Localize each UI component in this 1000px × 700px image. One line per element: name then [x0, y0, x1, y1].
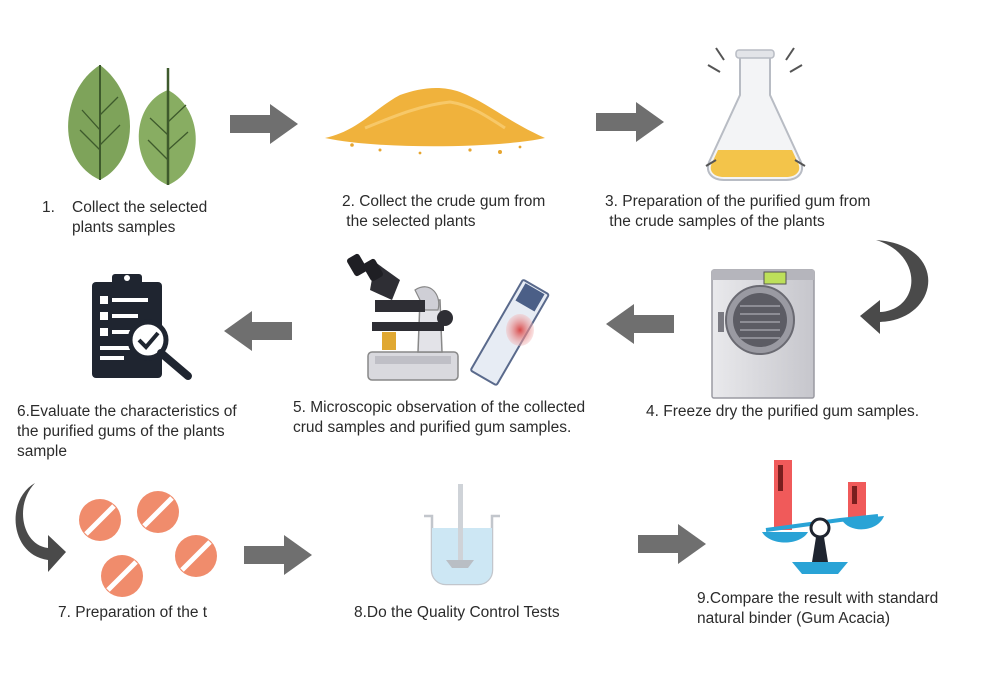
gum-powder-icon — [325, 88, 545, 155]
arrow-left-2 — [224, 311, 292, 351]
arrow-right-4 — [638, 524, 706, 564]
arrow-left-1 — [606, 304, 674, 344]
arrow-right-2 — [596, 102, 664, 142]
step-4-label-line-1: 4. Freeze dry the purified gum samples. — [646, 403, 920, 420]
curved-arrow-down-left — [860, 240, 929, 334]
flask-icon — [705, 47, 806, 181]
step-6-label-line-1: 6.Evaluate the characteristics of — [17, 403, 237, 420]
step-7-label-line-1: 7. Preparation of the t — [58, 604, 208, 621]
step-2-label-line-1: 2. Collect the crude gum from — [342, 193, 546, 210]
curved-arrow-down-right — [15, 483, 66, 572]
step-5-label-line-1: 5. Microscopic observation of the collec… — [293, 399, 586, 416]
step-3-label-line-1: 3. Preparation of the purified gum from — [605, 193, 871, 210]
step-1-number: 1. — [42, 199, 55, 216]
microscope-icon — [347, 253, 459, 381]
clipboard-magnifier-icon — [92, 274, 192, 380]
step-6-label-line-2: the purified gums of the plants — [17, 423, 225, 440]
step-5-label-line-2: crud samples and purified gum samples. — [293, 419, 572, 436]
beaker-stirrer-icon — [424, 484, 500, 586]
step-6-label-line-3: sample — [17, 443, 67, 460]
tablets-icon — [79, 491, 217, 597]
step-3-label-line-2: the crude samples of the plants — [605, 213, 825, 230]
leaves-icon — [68, 65, 196, 185]
step-1-label-line-1: Collect the selected — [72, 199, 208, 216]
step-9-label-line-2: natural binder (Gum Acacia) — [697, 610, 890, 627]
freeze-dryer-icon — [711, 269, 815, 399]
arrow-right-1 — [230, 104, 298, 144]
step-9-label-line-1: 9.Compare the result with standard — [697, 590, 939, 607]
step-2-label-line-2: the selected plants — [342, 213, 476, 230]
step-1-label-line-2: plants samples — [72, 219, 176, 236]
microscope-slide-icon — [470, 279, 550, 386]
step-8-label-line-1: 8.Do the Quality Control Tests — [354, 604, 560, 621]
arrow-right-3 — [244, 535, 312, 575]
balance-scale-icon — [762, 460, 884, 574]
